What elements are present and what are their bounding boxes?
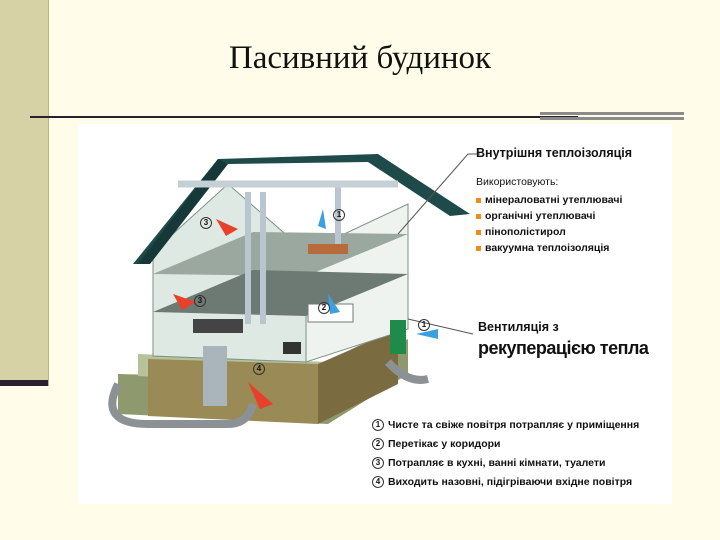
insulation-uses-label: Використовують: bbox=[476, 176, 559, 188]
bullet-icon bbox=[476, 229, 481, 235]
slide-title: Пасивний будинок bbox=[228, 40, 492, 76]
bullet-icon bbox=[476, 245, 481, 251]
bullet-icon bbox=[476, 213, 481, 219]
title-rule bbox=[30, 116, 578, 118]
marker-3-upper: 3 bbox=[200, 214, 216, 232]
marker-2: 2 bbox=[318, 299, 334, 317]
title-rule-stripes bbox=[540, 112, 684, 120]
insulation-item: вакуумна теплоізоляція bbox=[476, 242, 609, 254]
insulation-item: органічні утеплювачі bbox=[476, 210, 595, 222]
insulation-item: мінераловатні утеплювачі bbox=[476, 194, 622, 206]
marker-3-lower: 3 bbox=[194, 292, 210, 310]
marker-1-upper: 1 bbox=[333, 206, 349, 224]
marker-4: 4 bbox=[253, 360, 269, 378]
marker-1-outside: 1 bbox=[418, 316, 434, 334]
side-bar-accent bbox=[0, 380, 48, 386]
insulation-heading: Внутрішня теплоізоляція bbox=[476, 146, 633, 160]
ventilation-line2: рекуперацією тепла bbox=[478, 338, 649, 358]
house-illustration bbox=[108, 153, 480, 428]
passive-house-figure: 3 1 3 2 4 1 Внутрішня теплоізоляція Вико… bbox=[78, 124, 672, 504]
slide-side-bar bbox=[0, 0, 49, 386]
ventilation-line1: Вентиляція з bbox=[478, 320, 559, 334]
bullet-icon bbox=[476, 197, 481, 203]
insulation-item: пінополістирол bbox=[476, 226, 566, 238]
